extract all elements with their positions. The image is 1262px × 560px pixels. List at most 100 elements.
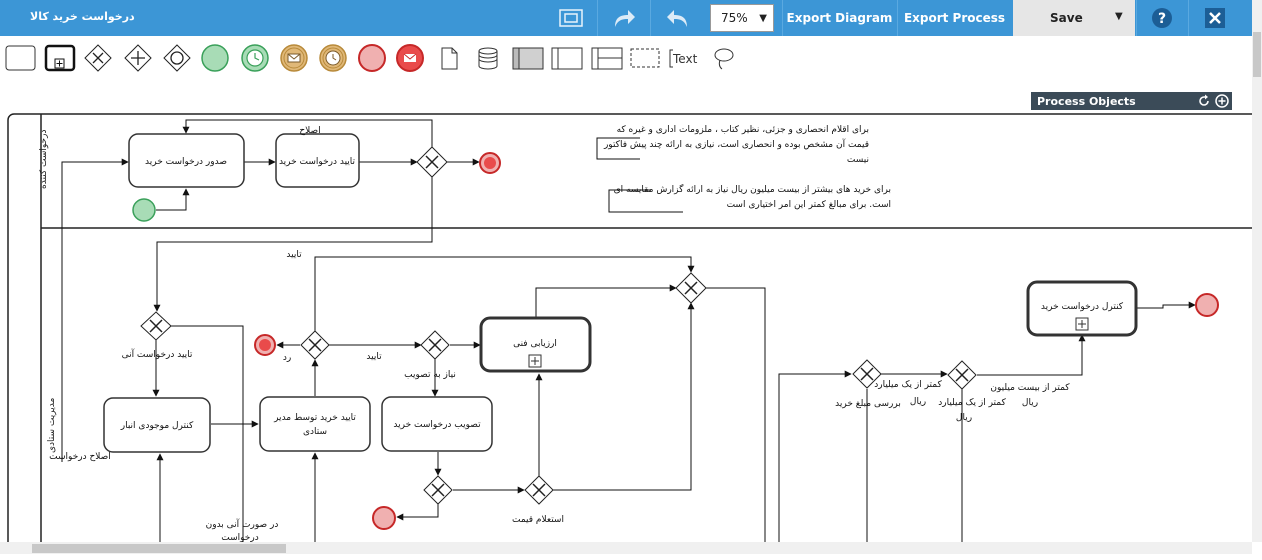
task-ratify-request[interactable]: تصویب درخواست خرید [381, 396, 493, 452]
svg-text:ارزیابی فنی: ارزیابی فنی [513, 339, 557, 349]
vertical-scrollbar[interactable] [1252, 0, 1262, 542]
svg-text:کمتر از یک میلیارد: کمتر از یک میلیارد [874, 380, 942, 390]
svg-text:تایید درخواست خرید: تایید درخواست خرید [279, 157, 356, 167]
subprocess-control-request[interactable]: کنترل درخواست خرید [1026, 280, 1138, 337]
svg-text:تایید خرید توسط مدیر: تایید خرید توسط مدیر [273, 413, 356, 423]
process-objects-panel: Process Objects [1031, 92, 1232, 110]
vertical-scrollbar-thumb[interactable] [1253, 32, 1261, 77]
end-event[interactable] [372, 506, 396, 530]
flow-gw6-to-end [396, 504, 439, 521]
annotation-note-2[interactable]: برای خرید های بیشتر از بیست میلیون ریال … [613, 185, 891, 210]
svg-text:کنترل موجودی انبار: کنترل موجودی انبار [120, 421, 194, 431]
message-event-tool[interactable] [280, 44, 308, 72]
end-event-tool[interactable] [358, 44, 386, 72]
timer-event-tool[interactable] [241, 44, 269, 72]
flow-control-to-end [1136, 301, 1196, 309]
lane-tool[interactable] [551, 47, 583, 70]
svg-text:اصلاح درخواست: اصلاح درخواست [49, 452, 111, 462]
event-gateway-tool[interactable] [163, 44, 191, 72]
text-annotation-tool[interactable]: Text [669, 49, 698, 68]
svg-text:تایید: تایید [286, 250, 302, 260]
flow-to-gw8 [778, 370, 852, 542]
group-tool[interactable] [630, 48, 660, 68]
zoom-value: 75% [721, 11, 748, 25]
message-end-event-tool[interactable] [396, 44, 424, 72]
end-event[interactable] [479, 152, 501, 174]
undo-icon [666, 10, 687, 27]
flow-start-to-issue [156, 188, 190, 211]
gateway-exclusive[interactable] [140, 311, 172, 341]
close-icon [1204, 8, 1225, 28]
annotation-bracket [608, 189, 683, 213]
svg-text:کمتر از یک میلیارد: کمتر از یک میلیارد [938, 398, 1006, 408]
pool [7, 113, 1252, 542]
task-manager-approve[interactable]: تایید خرید توسط مدیر ستادی [259, 396, 371, 452]
flow-tech-to-gw5 [535, 284, 677, 317]
gateway-exclusive[interactable] [300, 330, 330, 360]
flow-approve-down [153, 177, 433, 312]
lasso-tool[interactable] [714, 48, 734, 70]
flow-gw3-up [314, 256, 695, 331]
subprocess-tech-eval[interactable]: ارزیابی فنی [479, 316, 592, 373]
lane-label-manager: مدیریت ستادی [47, 397, 57, 453]
task-warehouse-check[interactable]: کنترل موجودی انبار [103, 397, 211, 453]
gateway-exclusive[interactable] [947, 360, 977, 390]
svg-text:ریال: ریال [910, 397, 926, 407]
subprocess-tool[interactable] [44, 44, 76, 72]
parallel-gateway-tool[interactable] [124, 44, 152, 72]
data-object-tool[interactable] [441, 47, 458, 70]
task-tool[interactable] [5, 45, 36, 71]
help-icon: ? [1151, 8, 1172, 28]
horizontal-scrollbar-thumb[interactable] [32, 544, 286, 553]
flow-labels: اصلاح تایید تایید درخواست آنی رد تایید ن… [49, 126, 1070, 542]
redo-button[interactable] [597, 0, 649, 36]
task-approve-request[interactable]: تایید درخواست خرید [275, 133, 360, 188]
fit-screen-icon [559, 9, 583, 27]
data-store-tool[interactable] [478, 47, 498, 70]
horizontal-scrollbar[interactable] [0, 542, 1252, 554]
export-process-button[interactable]: Export Process [897, 0, 1011, 36]
gateway-exclusive[interactable] [420, 330, 450, 360]
end-event[interactable] [254, 334, 276, 356]
svg-text:اصلاح: اصلاح [299, 126, 320, 136]
svg-text:بررسی مبلغ خرید: بررسی مبلغ خرید [835, 399, 901, 409]
help-button[interactable]: ? [1136, 0, 1186, 36]
gateway-exclusive[interactable] [675, 272, 707, 304]
task-issue-request[interactable]: صدور درخواست خرید [128, 133, 245, 188]
end-event[interactable] [1195, 293, 1219, 317]
svg-text:استعلام قیمت: استعلام قیمت [512, 515, 564, 525]
exclusive-gateway-tool[interactable] [84, 44, 112, 72]
svg-text:تایید درخواست آنی: تایید درخواست آنی [122, 348, 193, 360]
text-tool-label: Text [672, 52, 698, 66]
gateway-exclusive[interactable] [852, 359, 882, 389]
gateway-exclusive[interactable] [524, 475, 554, 505]
refresh-icon[interactable] [1197, 94, 1211, 108]
fit-to-screen-button[interactable] [546, 0, 596, 36]
svg-text:کمتر از بیست میلیون: کمتر از بیست میلیون [990, 383, 1070, 393]
top-bar: درخواست خرید کالا 75% ▼ Export Diagram E… [0, 0, 1252, 36]
save-dropdown-icon[interactable]: ▼ [1115, 11, 1123, 22]
save-button[interactable]: Save ▼ [1013, 0, 1135, 36]
zoom-select[interactable]: 75% ▼ [710, 4, 774, 32]
svg-text:رد: رد [283, 353, 291, 363]
gateway-exclusive[interactable] [423, 475, 453, 505]
gateway-exclusive[interactable] [416, 146, 448, 178]
svg-text:?: ? [1157, 11, 1165, 27]
add-icon[interactable] [1215, 94, 1229, 108]
save-label: Save [1050, 11, 1083, 25]
annotation-note-1[interactable]: برای اقلام انحصاری و جزئی، نظیر کتاب ، م… [603, 125, 869, 165]
svg-text:تایید: تایید [366, 352, 382, 362]
timer-intermediate-tool[interactable] [319, 44, 347, 72]
diagram-canvas[interactable]: صدور درخواست خرید تایید درخواست خرید ارز… [0, 82, 1252, 542]
close-button[interactable] [1188, 0, 1240, 36]
undo-button[interactable] [650, 0, 704, 36]
lane-divider-tool[interactable] [591, 47, 623, 70]
svg-text:تصویب درخواست خرید: تصویب درخواست خرید [393, 420, 481, 430]
start-event[interactable] [132, 198, 156, 222]
lane-label-requester: درخواست کننده [39, 129, 49, 189]
export-diagram-button[interactable]: Export Diagram [782, 0, 896, 36]
svg-text:نیاز به تصویب: نیاز به تصویب [404, 370, 456, 380]
start-event-tool[interactable] [201, 44, 229, 72]
chevron-down-icon: ▼ [759, 12, 767, 24]
pool-tool[interactable] [512, 47, 544, 70]
